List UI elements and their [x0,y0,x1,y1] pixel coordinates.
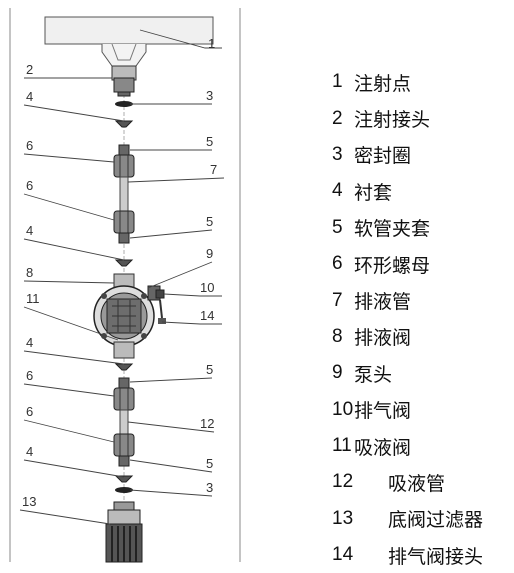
callout-4: 4 [26,335,33,350]
callout-8: 8 [26,265,33,280]
legend-name: 软管夹套 [354,218,431,241]
hose-sleeve [118,232,130,244]
legend-item: 3 密封圈 [332,137,483,173]
legend-item: 9 泵头 [332,355,483,391]
callout-4: 4 [26,89,33,104]
legend-name: 衬套 [354,181,393,204]
bushing [114,259,134,267]
callout-11: 11 [26,291,40,306]
legend-number: 7 [332,289,343,311]
legend-number: 12 [332,471,354,493]
foot-valve-filter [105,501,143,563]
ring-nut-upper-1 [113,154,135,178]
legend-name: 注射点 [354,72,412,95]
pump-assembly-diagram: 1 2 3 4 5 6 6 7 5 4 8 9 10 14 11 4 5 6 1… [9,8,241,563]
legend-number: 9 [332,362,343,384]
callout-6: 6 [26,138,33,153]
callout-2: 2 [26,62,33,77]
legend-name: 注射接头 [354,109,431,132]
ring-nut-upper-2 [113,210,135,234]
parts-legend: 1 注射点 2 注射接头 3 密封圈 4 衬套 5 软管夹套 6 环形螺母 7 排液管 8 排液… [332,64,483,573]
bushing [114,475,134,483]
legend-item: 13 底阀过滤器 [332,501,483,537]
callout-6: 6 [26,404,33,419]
callout-4: 4 [26,223,33,238]
legend-item: 4 衬套 [332,173,483,209]
discharge-tube [119,176,129,212]
legend-number: 14 [332,544,354,566]
legend-name: 排液管 [354,291,412,314]
hose-sleeve [118,455,130,467]
ring-nut-lower-1 [113,387,135,411]
legend-number: 5 [332,216,343,238]
legend-item: 8 排液阀 [332,319,483,355]
callout-5: 5 [206,456,213,471]
callout-3: 3 [206,88,213,103]
callout-9: 9 [206,246,213,261]
callout-14: 14 [200,308,214,323]
legend-number: 6 [332,253,343,275]
callout-12: 12 [200,416,214,431]
pump-head [93,285,155,347]
legend-item: 2 注射接头 [332,100,483,136]
legend-name: 排液阀 [354,327,412,350]
callout-6: 6 [26,368,33,383]
seal-ring-bottom [115,487,133,493]
callout-1: 1 [208,36,215,51]
hose-sleeve [118,377,130,389]
legend-number: 13 [332,507,354,529]
legend-name: 排气阀接头 [388,545,484,568]
injection-point [44,16,214,67]
legend-name: 环形螺母 [354,254,431,277]
seal-ring-top [115,101,133,107]
bushing-top [114,120,134,128]
legend-item: 6 环形螺母 [332,246,483,282]
legend-item: 5 软管夹套 [332,210,483,246]
callout-5: 5 [206,362,213,377]
bushing [114,363,134,371]
suction-tube [119,409,129,435]
legend-name: 密封圈 [354,145,412,168]
legend-number: 1 [332,71,343,93]
callout-5: 5 [206,134,213,149]
legend-name: 排气阀 [354,400,412,423]
legend-number: 2 [332,107,343,129]
callout-5: 5 [206,214,213,229]
ring-nut-lower-2 [113,433,135,457]
legend-item: 7 排液管 [332,282,483,318]
legend-name: 泵头 [354,363,393,386]
legend-name: 吸液管 [388,472,446,495]
legend-name: 吸液阀 [354,436,412,459]
callout-6: 6 [26,178,33,193]
callout-3: 3 [206,480,213,495]
legend-number: 10 [332,398,354,420]
legend-number: 3 [332,143,343,165]
legend-number: 8 [332,325,343,347]
injection-fitting [111,65,137,97]
legend-name: 底阀过滤器 [388,509,484,532]
callout-10: 10 [200,280,214,295]
hose-sleeve [118,144,130,156]
vent-valve [147,285,165,301]
callout-4: 4 [26,444,33,459]
legend-item: 12 吸液管 [332,464,483,500]
legend-number: 11 [332,435,352,457]
legend-item: 14 排气阀接头 [332,537,483,573]
callout-13: 13 [22,494,36,509]
vent-valve-connector [158,299,166,324]
legend-number: 4 [332,180,343,202]
legend-item: 1 注射点 [332,64,483,100]
suction-valve [113,341,135,359]
callout-7: 7 [210,162,217,177]
